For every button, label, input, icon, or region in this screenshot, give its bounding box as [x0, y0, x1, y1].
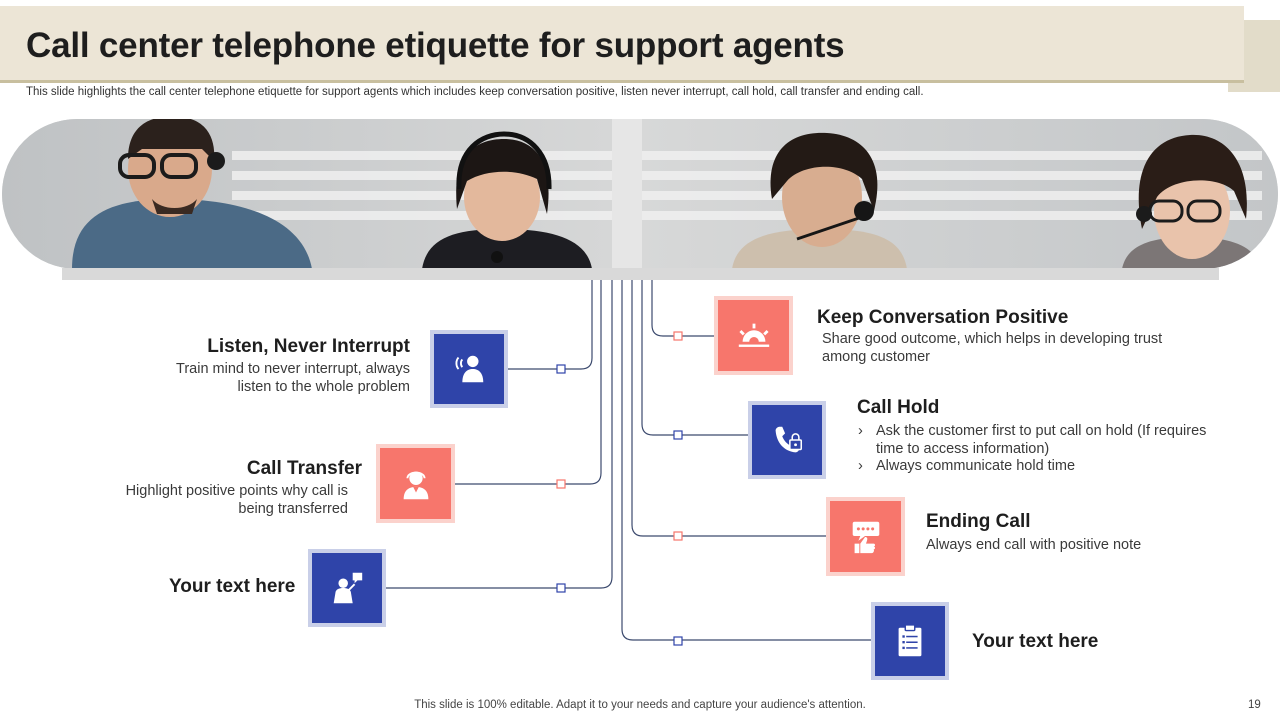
node-left-text: [556, 583, 566, 593]
support-agent-icon: [376, 444, 455, 523]
node-transfer: [556, 479, 566, 489]
sunrise-gear-icon: [714, 296, 793, 375]
right-text-heading: Your text here: [972, 631, 1099, 652]
ending-text: Always end call with positive note: [926, 537, 1142, 553]
banner-shelf: [62, 268, 1219, 280]
left-text-heading: Your text here: [169, 576, 296, 597]
bullet-chevron-icon: ›: [858, 423, 863, 439]
slide-title: Call center telephone etiquette for supp…: [26, 26, 845, 65]
hold-bullet-1-line2: time to access information): [876, 441, 1050, 457]
slide-subtitle: This slide highlights the call center te…: [26, 86, 924, 98]
node-ending: [673, 531, 683, 541]
wire-ending: [631, 280, 828, 537]
node-right-text: [673, 636, 683, 646]
clipboard-icon: [871, 602, 949, 680]
wire-positive: [651, 280, 716, 337]
hold-bullet-1: › Ask the customer first to put call on …: [858, 422, 1236, 458]
page-number: 19: [1248, 699, 1261, 711]
phone-lock-icon: [748, 401, 826, 479]
chat-thumbs-up-icon: [826, 497, 905, 576]
transfer-text-line1: Highlight positive points why call is: [125, 483, 348, 499]
listen-text-line1: Train mind to never interrupt, always: [176, 361, 410, 377]
node-listen: [556, 364, 566, 374]
transfer-heading: Call Transfer: [246, 458, 362, 479]
node-positive: [673, 331, 683, 341]
listen-text-line2: listen to the whole problem: [237, 379, 411, 395]
wire-hold: [641, 280, 750, 436]
wire-listen: [506, 280, 593, 370]
node-hold: [673, 430, 683, 440]
speaking-person-icon: [308, 549, 386, 627]
call-center-photo: [2, 119, 1278, 269]
positive-text-line1: Share good outcome, which helps in devel…: [822, 331, 1163, 347]
title-band: [0, 6, 1244, 83]
wire-transfer: [454, 280, 602, 485]
hold-heading: Call Hold: [857, 397, 940, 418]
hold-bullet-2-text: Always communicate hold time: [876, 458, 1076, 474]
hold-bullet-1-line1: Ask the customer first to put call on ho…: [876, 423, 1207, 439]
listening-agent-icon: [430, 330, 508, 408]
wire-left-text: [385, 280, 613, 589]
wire-right-text: [621, 280, 873, 641]
listen-heading: Listen, Never Interrupt: [207, 336, 410, 357]
hold-bullet-2: › Always communicate hold time: [858, 457, 1236, 475]
ending-heading: Ending Call: [926, 511, 1031, 532]
transfer-text-line2: being transferred: [238, 501, 348, 517]
slide-footer: This slide is 100% editable. Adapt it to…: [414, 699, 866, 711]
bullet-chevron-icon: ›: [858, 458, 863, 474]
positive-text-line2: among customer: [822, 349, 930, 365]
positive-heading: Keep Conversation Positive: [817, 307, 1069, 328]
call-center-photo-art: [2, 119, 1278, 269]
